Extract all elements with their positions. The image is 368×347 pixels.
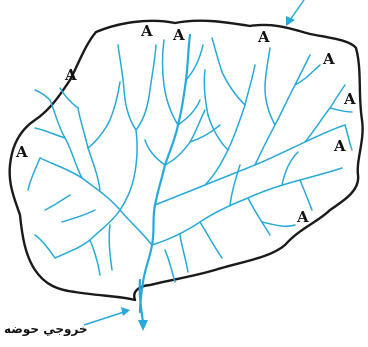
- divide-label-9: A: [296, 208, 309, 226]
- tributary-right-e: [212, 38, 245, 105]
- tributary-left-i: [120, 130, 137, 210]
- tributary-lower-right-b: [248, 198, 270, 235]
- tributary-right-major: [155, 125, 345, 205]
- tributary-left-o: [62, 210, 95, 222]
- tributary-lower-right-c: [300, 180, 312, 210]
- outlet-arrowhead: [138, 320, 148, 331]
- tributary-lower-right-major: [152, 168, 342, 245]
- divide-label-4: A: [322, 50, 335, 68]
- tributary-left-l: [35, 90, 50, 100]
- divide-label-6: A: [343, 90, 356, 108]
- tributary-left-p: [109, 225, 112, 270]
- tributary-right-b: [255, 55, 310, 165]
- tributary-left-h: [90, 240, 100, 275]
- tributary-lower-right-g: [165, 250, 175, 282]
- tributary-right-g: [295, 65, 320, 85]
- tributary-lower-right-h: [262, 222, 295, 226]
- tributary-left-e: [88, 82, 120, 148]
- divide-label-5: A: [64, 66, 77, 84]
- tributary-left-m: [60, 88, 78, 108]
- divide-label-7: A: [15, 143, 28, 161]
- watershed-boundary: [10, 21, 363, 300]
- tributary-left-n: [45, 195, 70, 210]
- divide-label-8: A: [333, 137, 346, 155]
- tributary-center-a: [163, 40, 179, 125]
- outlet-pointer-arrow: [84, 307, 130, 325]
- tributary-right-i: [345, 125, 352, 150]
- tributary-lower-right-f: [282, 152, 298, 185]
- tributary-right-d: [204, 70, 228, 150]
- tributary-left-b: [50, 100, 82, 178]
- divide-label-3: A: [257, 28, 270, 46]
- tributary-right-f: [265, 48, 275, 125]
- tributary-right-a: [205, 65, 255, 185]
- tributary-center-d: [145, 140, 165, 165]
- tributary-center-c: [165, 110, 205, 165]
- divide-label-1: A: [140, 22, 153, 40]
- main-channel: [140, 35, 190, 312]
- tributary-right-h: [330, 108, 352, 112]
- divide-pointer-arrow: [286, 0, 304, 26]
- tributary-lower-right-d: [230, 165, 240, 205]
- divide-label-2: A: [172, 26, 185, 44]
- tributary-left-j: [118, 45, 136, 130]
- tributary-left-k: [136, 45, 156, 130]
- tributary-lower-right-a: [200, 222, 222, 258]
- tributary-lower-right-e: [180, 235, 188, 272]
- tributary-left-g: [35, 235, 55, 258]
- tributary-left-f: [28, 158, 40, 190]
- outlet-label: خروجي حوضه: [4, 322, 88, 337]
